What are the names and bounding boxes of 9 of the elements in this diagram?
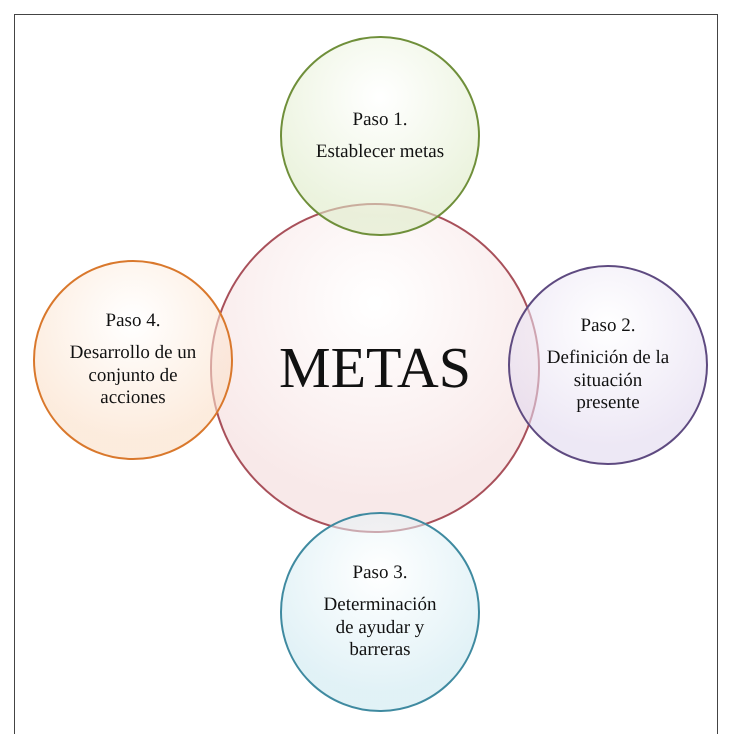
step-description: Definición de la situación presente (546, 346, 670, 416)
step-description: Establecer metas (315, 140, 445, 164)
center-title: METAS (279, 339, 471, 397)
step-heading: Paso 2. (580, 314, 636, 337)
step-description: Desarrollo de un conjunto de acciones (68, 342, 198, 410)
step-heading: Paso 3. (352, 562, 408, 584)
step-description: Determinación de ayudar y barreras (322, 594, 438, 662)
step-heading: Paso 4. (106, 310, 160, 332)
step-heading: Paso 1. (352, 108, 408, 131)
